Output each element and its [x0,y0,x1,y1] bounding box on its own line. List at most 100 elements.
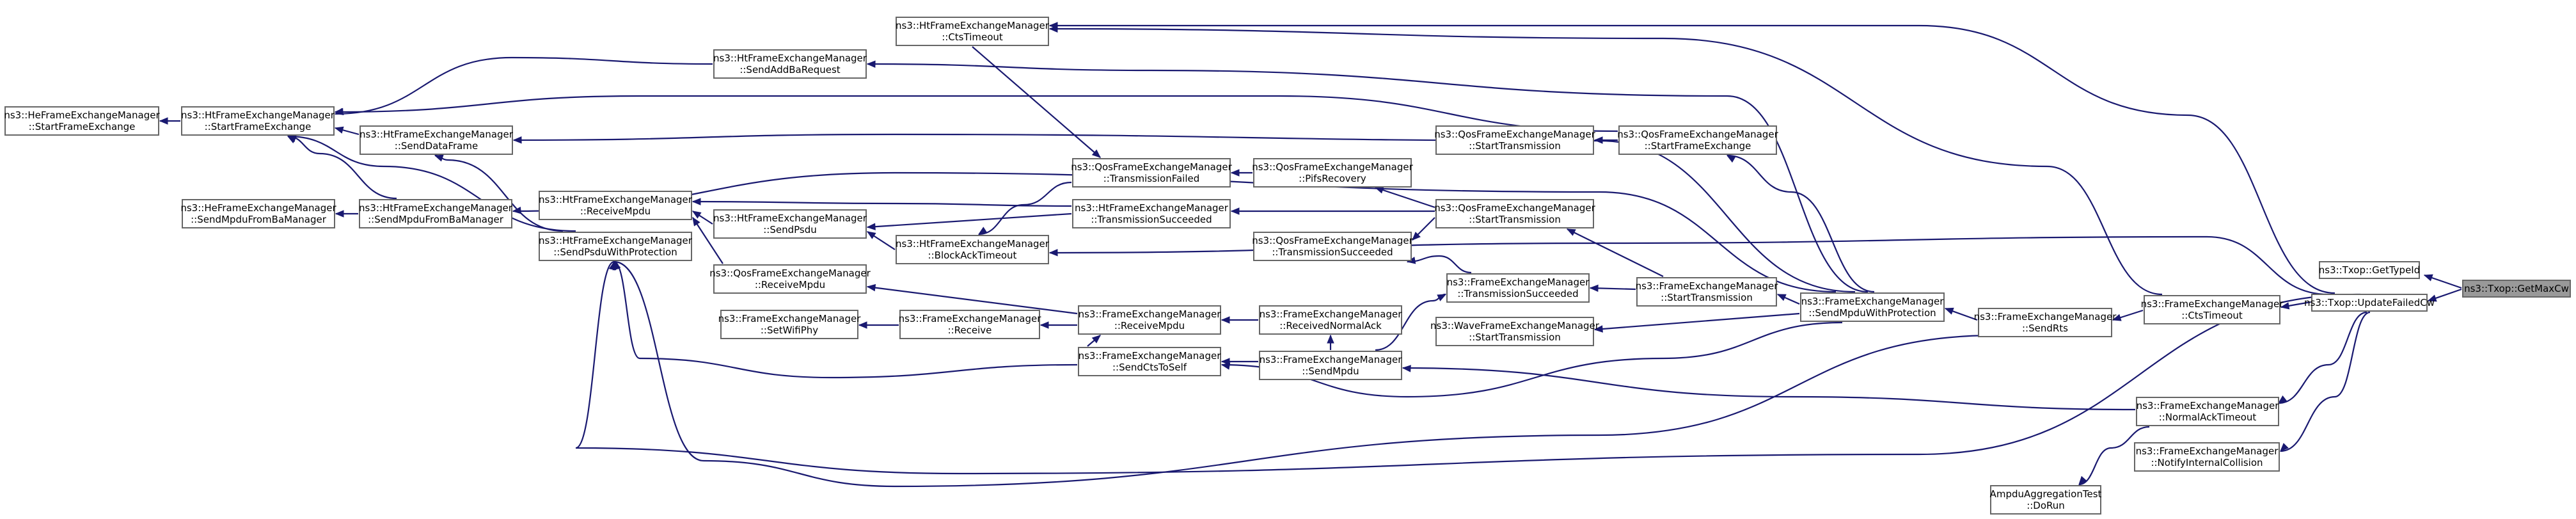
function-node-htfem-startframeexchange[interactable]: ns3::HtFrameExchangeManager::StartFrameE… [181,106,335,136]
function-node-qosfem-receivempdu[interactable]: ns3::QosFrameExchangeManager::ReceiveMpd… [709,264,871,294]
function-node-ampdu-dorun[interactable]: AmpduAggregationTest::DoRun [1990,485,2102,515]
node-label-line: ::BlockAckTimeout [928,250,1017,261]
call-edge [2280,301,2311,310]
function-node-fem-notifyinternalcollision[interactable]: ns3::FrameExchangeManager::NotifyInterna… [2134,442,2280,472]
function-node-htfem-sendaddbarequest[interactable]: ns3::HtFrameExchangeManager::SendAddBaRe… [713,49,867,79]
edge-arrowhead [977,227,988,235]
function-node-updatefailedcw[interactable]: ns3::Txop::UpdateFailedCw [2304,294,2435,312]
node-box [720,310,858,339]
node-label-line: ::SendMpduFromBaManager [191,214,327,225]
node-label-line: ::StartFrameExchange [29,121,136,132]
function-node-qosfem-starttransmission-a[interactable]: ns3::QosFrameExchangeManager::StartTrans… [1434,125,1596,155]
function-node-qosfem-transmissionfailed[interactable]: ns3::QosFrameExchangeManager::Transmissi… [1071,158,1233,188]
call-edge [1412,217,1435,241]
node-label-line: ns3::HeFrameExchangeManager [180,202,336,214]
function-node-fem-sendmpdu[interactable]: ns3::FrameExchangeManager::SendMpdu [1259,351,1403,380]
function-node-fem-setwifiphy[interactable]: ns3::FrameExchangeManager::SetWifiPhy [718,310,862,339]
call-edge [1230,169,1252,177]
node-label-line: ::NotifyInternalCollision [2151,457,2263,468]
edge-arrowhead [1374,186,1384,194]
function-node-qosfem-pifsrecovery[interactable]: ns3::QosFrameExchangeManager::PifsRecove… [1252,158,1414,188]
node-label-line: ns3::HtFrameExchangeManager [1075,202,1229,214]
function-node-htfem-senddataframe[interactable]: ns3::HtFrameExchangeManager::SendDataFra… [360,125,514,155]
node-label-line: ns3::QosFrameExchangeManager [1252,235,1413,246]
edge-line [972,46,1101,158]
node-label-line: ::TransmissionSucceeded [1457,288,1578,299]
node-label-line: ns3::QosFrameExchangeManager [1434,202,1595,214]
function-node-fem-sendrts[interactable]: ns3::FrameExchangeManager::SendRts [1974,308,2117,337]
call-edge [1402,365,2136,411]
function-node-gettypeid[interactable]: ns3::Txop::GetTypeId [2319,261,2421,279]
node-label-line: ns3::HtFrameExchangeManager [360,129,514,140]
function-node-htfem-blockacktimeout[interactable]: ns3::HtFrameExchangeManager::BlockAckTim… [896,235,1050,264]
node-label-line: ns3::QosFrameExchangeManager [1617,129,1778,140]
call-edge [1221,358,1258,365]
function-node-htfem-receivempdu[interactable]: ns3::HtFrameExchangeManager::ReceiveMpdu [539,191,693,220]
node-label-line: ::DoRun [2027,500,2065,511]
function-node-fem-sendctstoself[interactable]: ns3::FrameExchangeManager::SendCtsToSelf [1078,347,1222,376]
edge-line [1402,367,2136,411]
node-label-line: ::StartFrameExchange [1645,140,1751,152]
edge-arrowhead [691,211,702,219]
function-node-htfem-sendmpdufromba[interactable]: ns3::HtFrameExchangeManager::SendMpduFro… [359,199,513,228]
node-box [1446,273,1590,303]
node-label-line: ns3::QosFrameExchangeManager [1071,161,1232,173]
node-label-line: ns3::FrameExchangeManager [1636,280,1779,292]
function-node-htfem-sendpsduwithprotection[interactable]: ns3::HtFrameExchangeManager::SendPsduWit… [539,232,693,261]
edge-line [613,260,1996,488]
edge-arrowhead [2427,294,2437,302]
node-box [2319,261,2420,279]
node-label-line: ::TransmissionSucceeded [1272,246,1393,258]
function-node-qosfem-starttransmission-b[interactable]: ns3::QosFrameExchangeManager::StartTrans… [1434,199,1596,228]
function-node-qosfem-startframeexchange[interactable]: ns3::QosFrameExchangeManager::StartFrame… [1617,125,1779,155]
call-edge [1593,136,1618,144]
node-label-line: ::StartTransmission [1469,140,1561,152]
function-node-fem-starttransmission[interactable]: ns3::FrameExchangeManager::StartTransmis… [1636,277,1779,307]
node-box [2462,280,2571,298]
node-box [713,209,867,239]
node-label-line: ns3::Txop::UpdateFailedCw [2304,297,2435,308]
call-edge [1944,307,1978,321]
function-node-getmaxcw: ns3::Txop::GetMaxCw [2462,280,2571,298]
function-node-fem-normalacktimeout[interactable]: ns3::FrameExchangeManager::NormalAckTime… [2136,397,2280,426]
node-label-line: ns3::FrameExchangeManager [2136,445,2279,457]
function-node-htfem-sendpsdu[interactable]: ns3::HtFrameExchangeManager::SendPsdu [713,209,867,239]
function-node-hefem-sendmpdufromba[interactable]: ns3::HeFrameExchangeManager::SendMpduFro… [180,199,336,228]
edge-line [978,181,1072,236]
call-edge [1221,321,1843,398]
function-node-qosfem-transmissionsucceeded[interactable]: ns3::QosFrameExchangeManager::Transmissi… [1252,232,1414,261]
call-edge [1776,293,1800,305]
function-node-wavefem-starttransmission[interactable]: ns3::WaveFrameExchangeManager::StartTran… [1430,317,1600,346]
node-label-line: ns3::Txop::GetMaxCw [2464,283,2569,294]
edge-line [2078,426,2150,486]
function-node-fem-ctstimeout[interactable]: ns3::FrameExchangeManager::CtsTimeout [2141,295,2284,324]
node-label-line: ::ReceivedNormalAck [1279,320,1382,331]
function-node-fem-transmissionsucceeded[interactable]: ns3::FrameExchangeManager::TransmissionS… [1446,273,1590,303]
call-edge [2277,311,2367,404]
node-label-line: ns3::FrameExchangeManager [1447,276,1590,288]
function-node-fem-receive[interactable]: ns3::FrameExchangeManager::Receive [899,310,1042,339]
function-node-fem-receivednormalack[interactable]: ns3::FrameExchangeManager::ReceivedNorma… [1259,305,1403,335]
edge-line [575,260,2361,475]
function-node-htfem-transmissionsucceeded[interactable]: ns3::HtFrameExchangeManager::Transmissio… [1072,199,1231,228]
call-edge [2427,288,2462,302]
call-edge [334,95,1618,132]
node-box [2311,294,2428,312]
edge-arrowhead [1221,316,1230,324]
node-label-line: ::Receive [948,324,992,336]
edge-arrowhead [1726,155,1736,163]
node-label-line: ns3::WaveFrameExchangeManager [1430,320,1600,331]
call-edge [977,181,1072,236]
node-label-line: ns3::HtFrameExchangeManager [713,52,867,64]
node-box [1618,125,1777,155]
node-label-line: ::ReceiveMpdu [755,279,825,291]
call-edge [691,211,713,225]
edge-arrowhead [866,60,876,68]
call-edge [1087,335,1101,347]
node-label-line: ::StartFrameExchange [205,121,312,132]
function-node-fem-sendmpduwithprotection[interactable]: ns3::FrameExchangeManager::SendMpduWithP… [1800,292,1945,322]
node-label-line: ::SendPsdu [763,224,817,236]
function-node-fem-receivempdu[interactable]: ns3::FrameExchangeManager::ReceiveMpdu [1078,305,1222,335]
function-node-htfem-ctstimeout[interactable]: ns3::HtFrameExchangeManager::CtsTimeout [896,17,1050,46]
function-node-hefem-startframeexchange[interactable]: ns3::HeFrameExchangeManager::StartFrameE… [4,106,160,136]
